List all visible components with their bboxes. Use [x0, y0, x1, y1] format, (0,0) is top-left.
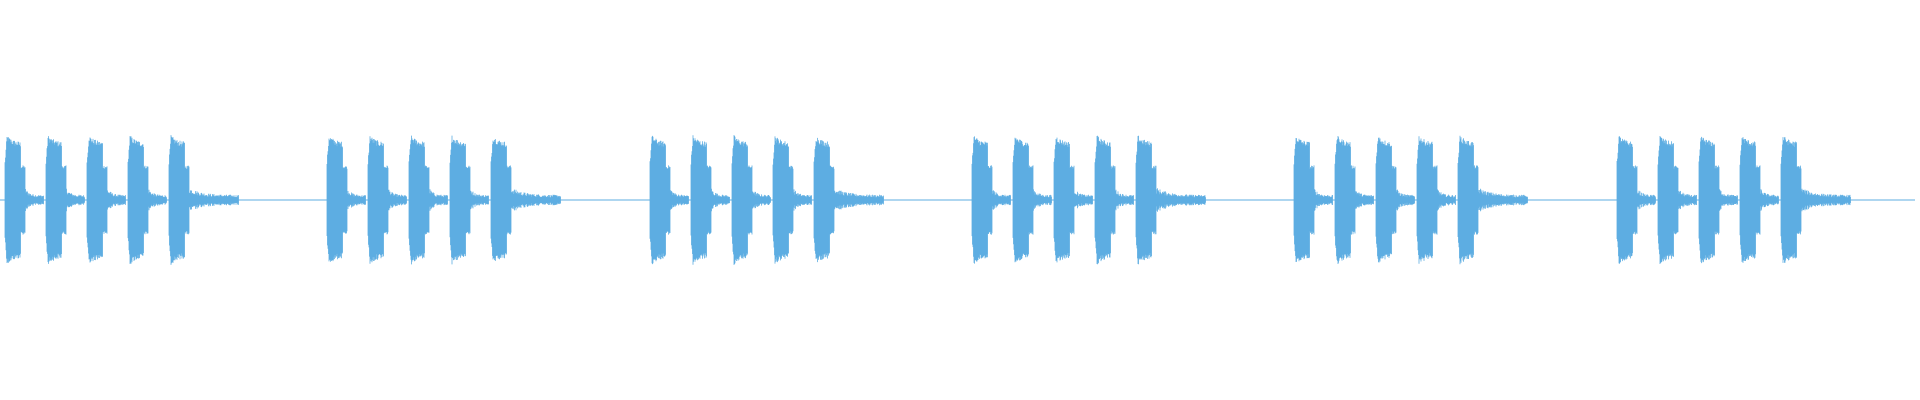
waveform-burst-g5-b2 [1334, 136, 1374, 264]
waveform-burst-g2-b4 [449, 135, 489, 265]
waveform-burst-g6-b3 [1698, 136, 1738, 264]
waveform-burst-g5-b1 [1293, 138, 1333, 262]
waveform-burst-g2-b1 [326, 138, 366, 262]
waveform-burst-g1-b5 [168, 135, 239, 265]
waveform-burst-g3-b2 [690, 135, 730, 265]
waveform-burst-g2-b5 [490, 139, 561, 261]
waveform-burst-g4-b3 [1053, 137, 1093, 263]
waveform-burst-g3-b4 [772, 136, 812, 264]
waveform-burst-g1-b1 [4, 137, 44, 263]
waveform-burst-g6-b5 [1780, 137, 1851, 263]
waveform-burst-g6-b1 [1616, 136, 1656, 264]
waveform-burst-g3-b1 [649, 135, 689, 265]
waveform-burst-g6-b4 [1739, 137, 1779, 263]
waveform-burst-g6-b2 [1657, 136, 1697, 264]
waveform-burst-g4-b4 [1094, 135, 1134, 265]
waveform-burst-g4-b5 [1135, 135, 1206, 265]
waveform-burst-g1-b2 [45, 136, 85, 264]
waveform-burst-g5-b4 [1416, 136, 1456, 264]
waveform-burst-g1-b4 [127, 136, 167, 264]
waveform-burst-g3-b3 [731, 135, 771, 265]
waveform-bursts [4, 135, 1851, 265]
waveform-burst-g5-b3 [1375, 137, 1415, 263]
waveform-burst-g5-b5 [1457, 135, 1528, 265]
waveform-burst-g2-b3 [408, 135, 448, 265]
waveform-burst-g3-b5 [813, 137, 884, 263]
waveform-burst-g1-b3 [86, 137, 126, 263]
waveform-burst-g4-b1 [971, 136, 1011, 264]
waveform-burst-g4-b2 [1012, 137, 1052, 263]
waveform-burst-g2-b2 [367, 136, 407, 264]
